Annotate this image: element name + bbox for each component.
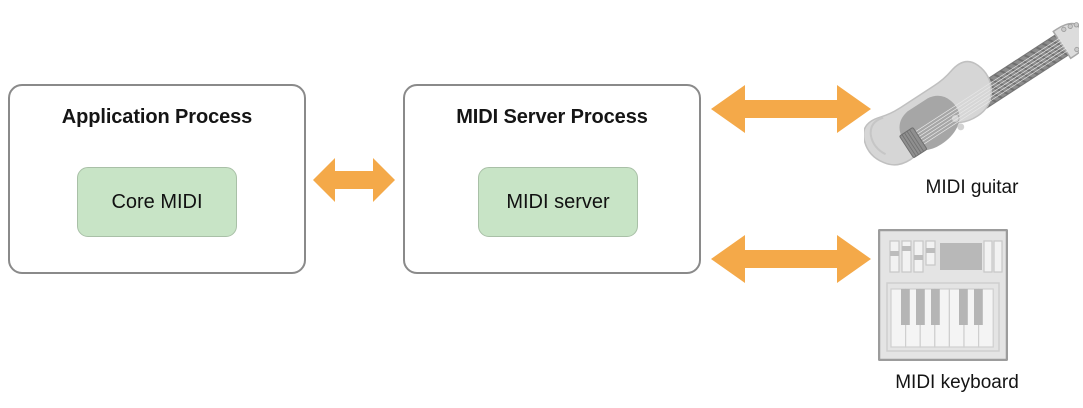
double-arrow-icon: [313, 158, 395, 202]
midi-server-chip-label: MIDI server: [506, 190, 610, 213]
arrow-midi-server-to-guitar: [711, 81, 871, 137]
midi-guitar-label: MIDI guitar: [925, 177, 1019, 198]
midi-server-process-title: MIDI Server Process: [456, 106, 648, 128]
midi-keyboard-icon: [877, 228, 1009, 362]
arrow-application-to-midi-server: [313, 152, 395, 208]
double-arrow-icon: [711, 235, 871, 283]
midi-keyboard-illustration: [877, 228, 1009, 362]
arrow-midi-server-to-keyboard: [711, 231, 871, 287]
double-arrow-icon: [711, 85, 871, 133]
midi-guitar-illustration: [862, 2, 1083, 172]
midi-server-process-box: MIDI Server Process MIDI server: [403, 84, 701, 274]
electric-guitar-icon: [862, 22, 1083, 166]
core-midi-chip: Core MIDI: [77, 167, 237, 237]
application-process-box: Application Process Core MIDI: [8, 84, 306, 274]
midi-keyboard-label: MIDI keyboard: [895, 372, 1019, 393]
core-midi-chip-label: Core MIDI: [111, 190, 203, 213]
application-process-title: Application Process: [61, 106, 253, 128]
midi-server-chip: MIDI server: [478, 167, 638, 237]
